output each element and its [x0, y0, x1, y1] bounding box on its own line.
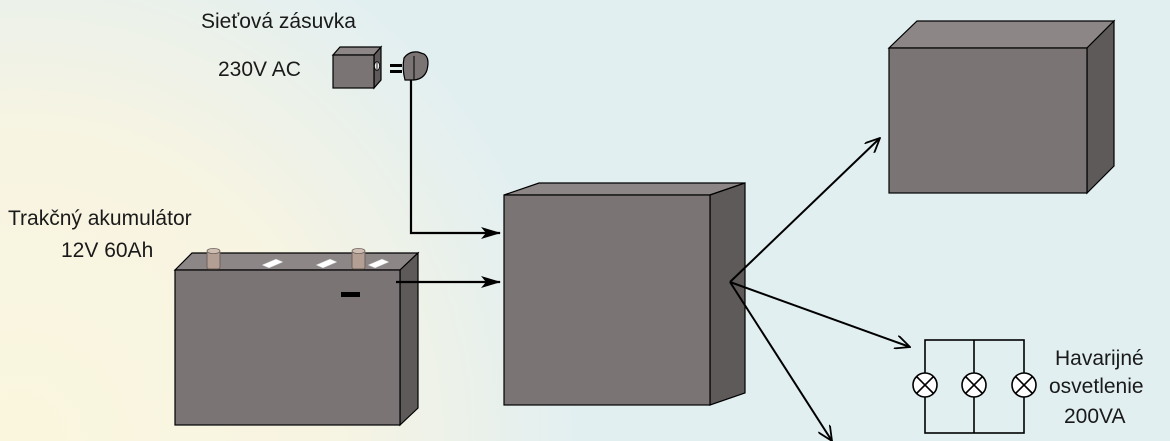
- plug-icon: [390, 51, 429, 81]
- arrow-to-bottom: [729, 281, 832, 441]
- mains-cable: [409, 80, 501, 239]
- socket-icon: [331, 45, 383, 90]
- lamp-icon: [1011, 372, 1037, 398]
- socket-title-label: Sieťová zásuvka: [201, 10, 356, 33]
- light-label-line1: Havarijné: [1055, 347, 1144, 370]
- arrow-to-output-unit: [729, 138, 880, 283]
- battery-spec-label: 12V 60Ah: [61, 239, 154, 262]
- lamp-icon: [912, 372, 938, 398]
- battery-terminal-right: [351, 247, 366, 270]
- main-unit-box: [503, 182, 746, 406]
- light-label-line3: 200VA: [1064, 405, 1126, 428]
- light-label-line2: osvetlenie: [1049, 375, 1144, 398]
- socket-voltage-label: 230V AC: [218, 58, 301, 81]
- lamp-icon: [961, 372, 987, 398]
- battery-title-label: Trakčný akumulátor: [8, 207, 192, 230]
- battery-terminal-left: [206, 247, 221, 270]
- battery: [173, 247, 420, 427]
- arrow-to-emergency-light: [729, 281, 910, 347]
- minus-sign: [341, 292, 360, 297]
- output-unit-box: [887, 19, 1116, 195]
